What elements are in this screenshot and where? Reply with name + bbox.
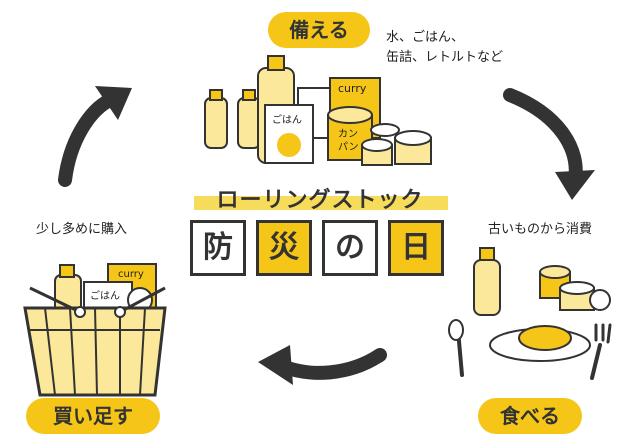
title-char-1: 防 (190, 220, 246, 276)
top-stock-items (204, 55, 432, 166)
kanpan-label-1: カン (338, 129, 358, 140)
step-prepare-label: 備える (268, 12, 370, 48)
shopping-basket (23, 263, 167, 397)
restock-caption: 少し多めに購入 (36, 222, 128, 237)
title-char-3: の (322, 220, 378, 276)
curry-pack-label-top: curry (338, 82, 367, 95)
gohan-pack-label-top: ごはん (272, 115, 302, 126)
arrow-bottom (258, 345, 387, 385)
curry-pack-label-basket: curry (118, 269, 144, 280)
step-restock-label: 買い足す (26, 398, 160, 434)
title-highlight (194, 196, 448, 210)
title-char-2: 災 (256, 220, 312, 276)
gohan-pack-label-basket: ごはん (90, 291, 120, 302)
eat-caption: 古いものから消費 (488, 222, 593, 237)
rolling-stock-title: ローリングストック (216, 188, 424, 213)
kanpan-label-2: パン (338, 142, 359, 153)
prepare-caption-line2: 缶詰、レトルトなど (386, 50, 504, 65)
arrow-top-right (503, 88, 595, 200)
step-eat-label: 食べる (478, 398, 582, 434)
center-title-block: ローリングストック 防 災 の 日 (186, 182, 454, 292)
right-eat-items (448, 247, 612, 380)
arrow-left (58, 86, 132, 187)
prepare-caption-line1: 水、ごはん、 (386, 30, 465, 45)
title-char-4: 日 (388, 220, 444, 276)
